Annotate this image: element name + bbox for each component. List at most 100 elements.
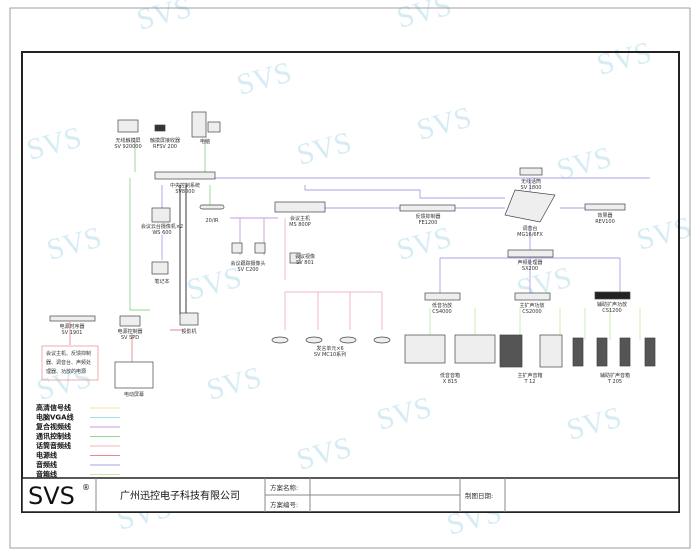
conference-host-icon [274, 201, 326, 213]
amp-icon [594, 291, 631, 300]
effects-label: 效果器 [597, 212, 612, 219]
note-line: 器、调音台、声频处 [46, 359, 91, 366]
effects-model: REV100 [595, 219, 615, 225]
watermark-text: SVS [633, 211, 695, 257]
watermark-text: SVS [43, 221, 105, 267]
screen-label: 电动屏幕 [124, 391, 144, 398]
amp-low-model: CS4000 [432, 309, 451, 315]
note-line: 理器、功放的电源 [46, 368, 86, 375]
feedback-model: FE1200 [419, 220, 438, 226]
watermark-text: SVS [233, 56, 295, 102]
spk-main-label: 主扩声音箱 [517, 372, 542, 379]
speaker-icon [499, 334, 523, 368]
projector-icon [179, 312, 199, 326]
central-control-model: SV8000 [175, 189, 194, 195]
amp-aux-model: CS1200 [602, 308, 621, 314]
touch-receiver-model: RFSV 200 [153, 144, 177, 150]
monitor-icon [289, 252, 301, 264]
watermark-text: SVS [203, 361, 265, 407]
mixer-model: MG16/6FX [517, 232, 543, 238]
touch-panel-icon [117, 119, 139, 133]
mic-unit-icon [305, 336, 323, 344]
pc-label: 电脑 [200, 138, 210, 145]
sequencer-label: 电源时序器 [59, 323, 84, 330]
laptop-label: 笔记本 [154, 278, 169, 285]
tracking-camera-model: SV C200 [237, 267, 258, 273]
legend-label: 高清信号线 [36, 403, 71, 412]
effects-icon [584, 203, 626, 211]
touch-receiver-label: 触摸屏接收器 [150, 137, 180, 144]
ptz-camera-model: WS 600 [152, 230, 171, 236]
conf-monitor-label: 会议视像 [295, 253, 315, 260]
processor-icon [507, 249, 554, 258]
conf-host-model: MS 800P [289, 222, 311, 228]
watermark-text: SVS [563, 401, 625, 447]
spk-low-label: 低音音箱 [440, 372, 460, 379]
spk-low-model: X 815 [443, 379, 458, 385]
touch-panel-label: 无线触摸屏 [115, 137, 140, 144]
column-speaker-icon [596, 337, 608, 367]
note-text: 会议主机、反馈抑制 器、调音台、声频处 理器、功放的电源 [46, 350, 91, 375]
sequencer-icon [49, 315, 96, 322]
ptz-camera-label: 会议云台摄像机×2 [141, 223, 183, 230]
amp-main-label: 主扩声功放 [519, 302, 544, 309]
legend-label: 话筒音频线 [36, 441, 71, 450]
speaker-icon [404, 334, 446, 364]
screen-icon [114, 361, 154, 389]
title-block: SVS ® 广州迅控电子科技有限公司 方案名称: 方案编号: 制图日期: [21, 477, 680, 513]
tracking-camera-label: 会议跟踪摄像头 [230, 260, 265, 267]
camera-icon [231, 242, 243, 254]
legend-label: 复合视频线 [35, 422, 71, 431]
sequencer-model: SV 1901 [62, 330, 83, 336]
spk-aux-label: 辅助扩声音箱 [600, 372, 630, 379]
feedback-suppressor-icon [399, 204, 456, 212]
pc-icon [191, 111, 207, 138]
conf-host-label: 会议主机 [290, 215, 310, 222]
amp-icon [514, 292, 551, 301]
plan-number-label: 方案编号: [270, 500, 298, 509]
watermark-text: SVS [293, 431, 355, 477]
amp-icon [424, 292, 461, 301]
legend-label: 电脑VGA线 [36, 413, 74, 422]
watermark-text: SVS [293, 126, 355, 172]
connections [69, 138, 650, 362]
amp-low-label: 低音功放 [432, 302, 452, 309]
legend-label: 电源线 [36, 451, 57, 460]
watermark-text: SVS [33, 361, 95, 407]
watermark-text: SVS [183, 261, 245, 307]
watermark-text: SVS [553, 141, 615, 187]
legend-label: 音箱线 [36, 470, 57, 479]
column-speaker-icon [644, 337, 656, 367]
date-label: 制图日期: [465, 491, 493, 500]
central-control-icon [154, 171, 216, 180]
note-line: 会议主机、反馈抑制 [46, 350, 91, 357]
power-ctrl-model: SV SPD [121, 335, 139, 341]
speaker-icon [454, 334, 496, 364]
watermark-text: SVS [133, 0, 195, 37]
mic-units-label: 发言单元×6 [316, 345, 343, 352]
power-ctrl-label: 电源控制器 [117, 328, 142, 335]
legend-label: 音频线 [36, 460, 57, 469]
power-controller-icon [119, 315, 141, 327]
watermark-text: SVS [23, 121, 85, 167]
company-logo: SVS [28, 482, 75, 510]
note-box [41, 345, 99, 381]
amp-aux-label: 辅助扩声功放 [597, 301, 627, 308]
spk-aux-model: T 205 [607, 379, 622, 385]
column-speaker-icon [619, 337, 631, 367]
watermark-text: SVS [393, 0, 455, 35]
mic-units-model: SV MC10系列 [314, 351, 346, 358]
ir-icon [199, 204, 225, 210]
laptop-icon [151, 261, 169, 275]
legend-label: 通讯控制线 [36, 432, 71, 441]
mic-unit-icon [373, 336, 391, 344]
wireless-mic-model: SV 1800 [521, 185, 542, 191]
amp-main-model: CS2000 [522, 309, 541, 315]
wireless-mic-label: 无线话筒 [521, 178, 541, 185]
mic-unit-icon [339, 336, 357, 344]
spk-main-model: T 12 [523, 379, 535, 385]
